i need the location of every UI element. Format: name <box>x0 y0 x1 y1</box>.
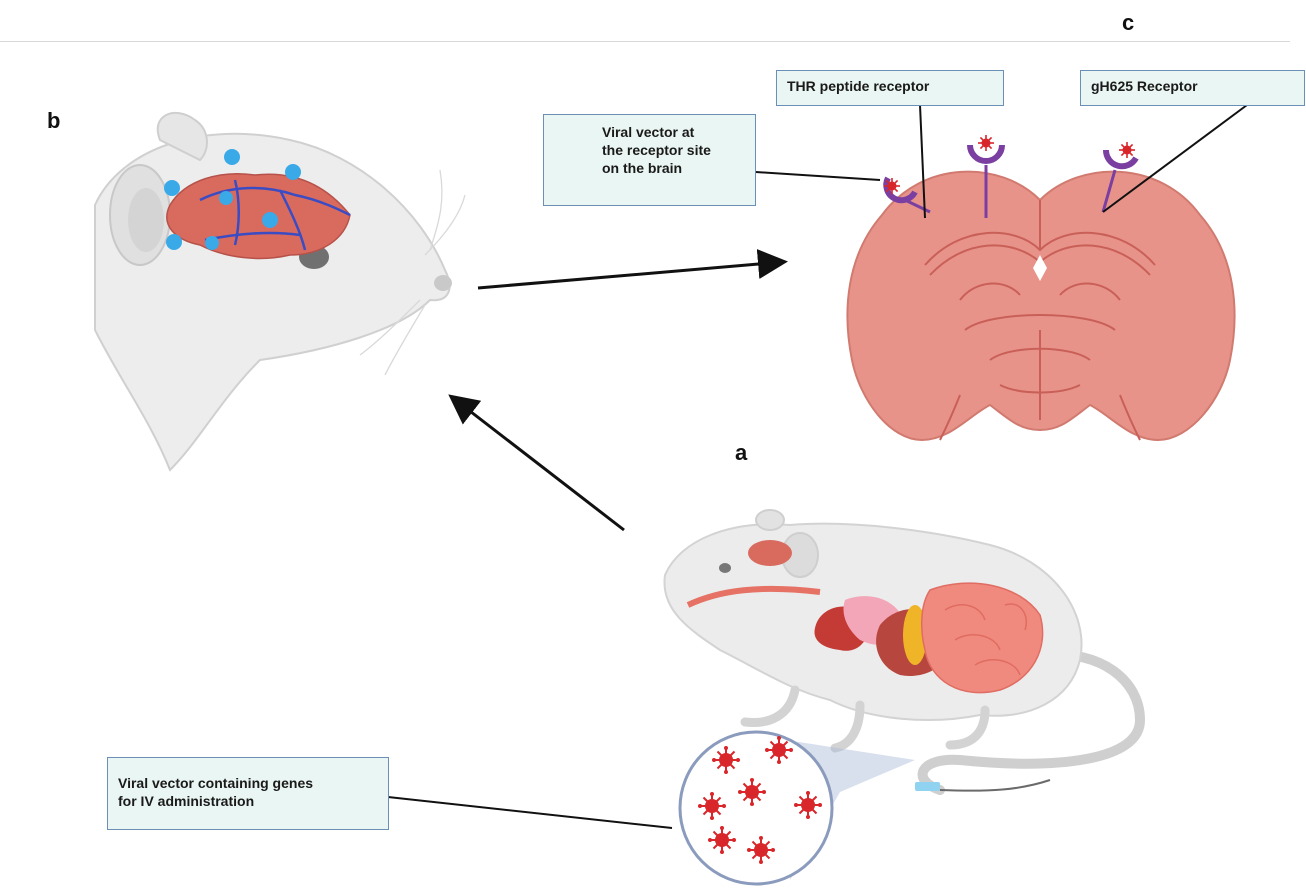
gh625-receptor-label: gH625 Receptor <box>1080 70 1305 106</box>
viral-vector-iv-line-1: Viral vector containing genes <box>118 774 388 792</box>
viral-vector-site-label: Viral vector at the receptor site on the… <box>543 114 756 206</box>
brain-section-illustration <box>847 135 1234 440</box>
mouse-head-illustration <box>95 113 465 470</box>
viral-vector-iv-line-2: for IV administration <box>118 792 388 810</box>
syringe-icon <box>915 780 1050 791</box>
viral-vector-site-line-1: Viral vector at <box>602 123 755 141</box>
viral-vector-site-line-2: the receptor site <box>602 141 755 159</box>
thr-receptor-label: THR peptide receptor <box>776 70 1004 106</box>
virus-zoom-circle <box>680 732 915 884</box>
viral-vector-iv-label: Viral vector containing genes for IV adm… <box>107 757 389 830</box>
flow-arrows <box>453 262 782 530</box>
viral-vector-site-line-3: on the brain <box>602 159 755 177</box>
